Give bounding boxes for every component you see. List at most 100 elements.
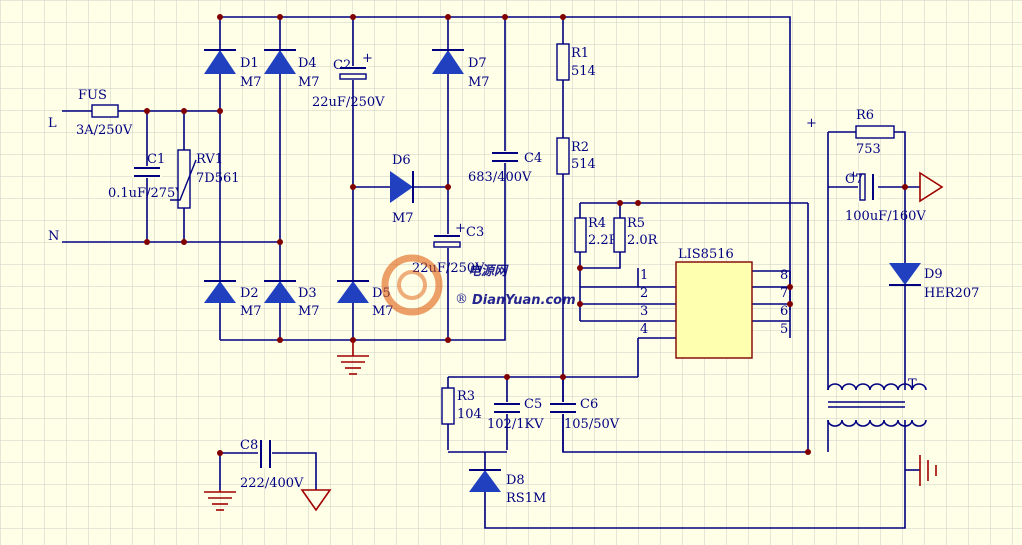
- watermark-cn: 电源网: [468, 263, 509, 279]
- d9-value: HER207: [924, 286, 979, 301]
- ic-pin-8: 8: [780, 268, 788, 283]
- r1-value: 514: [571, 64, 596, 79]
- capacitor-c1: C1 0.1uF/275V: [108, 152, 185, 201]
- c3-label: C3: [466, 225, 484, 240]
- d9-label: D9: [924, 267, 943, 282]
- output-terminal-icon: [919, 171, 944, 203]
- diode-d4: D4 M7: [264, 49, 320, 90]
- ground-triangle-icon: [300, 489, 332, 512]
- transformer-label: T: [908, 377, 917, 392]
- c6-label: C6: [580, 397, 598, 412]
- c2-plus: +: [362, 51, 373, 66]
- c8-value: 222/400V: [240, 476, 304, 491]
- resistor-r6: R6 753: [855, 108, 895, 157]
- resistor-r3: R3 104: [441, 387, 482, 425]
- resistor-r5: R5 2.0R: [613, 216, 659, 253]
- fuse-value: 3A/250V: [76, 123, 133, 138]
- ic-pin-7: 7: [780, 286, 788, 301]
- capacitor-c6: C6 105/50V: [548, 397, 620, 432]
- d1-label: D1: [240, 56, 259, 71]
- d5-value: M7: [372, 304, 394, 319]
- r4-label: R4: [588, 216, 606, 231]
- capacitor-c8: C8 222/400V: [240, 438, 304, 491]
- capacitor-c3: + C3 22uF/250V: [412, 221, 485, 276]
- ground-icon: [337, 340, 369, 375]
- r6-label: R6: [856, 108, 874, 123]
- c4-label: C4: [524, 151, 542, 166]
- diode-d2: D2 M7: [204, 280, 262, 319]
- resistor-r4: R4 2.2R: [574, 216, 620, 253]
- diode-d3: D3 M7: [264, 280, 320, 319]
- rv1-label: RV1: [196, 152, 223, 167]
- watermark-registered: ®: [455, 292, 468, 307]
- r2-value: 514: [571, 157, 596, 172]
- c5-value: 102/1KV: [487, 417, 544, 432]
- d8-label: D8: [506, 473, 525, 488]
- c1-label: C1: [147, 152, 165, 167]
- watermark-en: DianYuan.com: [472, 293, 576, 308]
- c7-value: 100uF/160V: [845, 209, 926, 224]
- d4-label: D4: [298, 56, 317, 71]
- resistor-r1: R1 514: [556, 43, 596, 81]
- c7-label: C7: [845, 172, 863, 187]
- diode-d6: D6 M7: [390, 153, 414, 226]
- chassis-ground-icon: [919, 455, 937, 486]
- line-l-label: L: [48, 116, 57, 131]
- d3-value: M7: [298, 304, 320, 319]
- d2-label: D2: [240, 286, 259, 301]
- d2-value: M7: [240, 304, 262, 319]
- fuse: FUS 3A/250V: [76, 88, 133, 138]
- capacitor-c2: C2 + 22uF/250V: [312, 51, 385, 110]
- diode-d8: D8 RS1M: [469, 469, 546, 506]
- r5-value: 2.0R: [627, 233, 659, 248]
- d6-value: M7: [392, 211, 414, 226]
- ic-pin-5: 5: [780, 322, 788, 337]
- line-n-label: N: [48, 229, 59, 244]
- r3-value: 104: [457, 407, 482, 422]
- capacitor-c5: C5 102/1KV: [487, 397, 544, 432]
- capacitor-c7: C7 + 100uF/160V: [845, 169, 926, 224]
- capacitor-c4: C4 683/400V: [468, 151, 542, 185]
- d4-value: M7: [298, 75, 320, 90]
- ic-pin-6: 6: [780, 304, 788, 319]
- r6-value: 753: [856, 142, 881, 157]
- diode-d1: D1 M7: [204, 49, 262, 90]
- d7-label: D7: [468, 56, 487, 71]
- r5-label: R5: [627, 216, 645, 231]
- c1-value: 0.1uF/275V: [108, 186, 185, 201]
- resistor-r2: R2 514: [556, 137, 596, 175]
- fuse-label: FUS: [78, 88, 107, 103]
- r1-label: R1: [571, 46, 589, 61]
- r3-label: R3: [457, 389, 475, 404]
- c5-label: C5: [524, 397, 542, 412]
- diode-d9: D9 HER207: [889, 263, 979, 301]
- c3-plus: +: [455, 221, 466, 236]
- d1-value: M7: [240, 75, 262, 90]
- c6-value: 105/50V: [564, 417, 620, 432]
- varistor-rv1: RV1 7D561: [170, 149, 240, 209]
- watermark-logo: 电源网 ® DianYuan.com: [381, 254, 576, 316]
- output-plus: +: [806, 116, 817, 131]
- rv1-value: 7D561: [196, 171, 240, 186]
- ic-pin-4: 4: [640, 322, 648, 337]
- c8-label: C8: [240, 438, 258, 453]
- c2-value: 22uF/250V: [312, 95, 385, 110]
- transformer-t: [827, 383, 927, 427]
- d8-value: RS1M: [506, 491, 546, 506]
- ic-lis8516: LIS8516 1 2 3 4 8 7 6 5: [640, 247, 788, 359]
- junction-dots: [144, 14, 908, 456]
- d7-value: M7: [468, 75, 490, 90]
- c4-value: 683/400V: [468, 170, 532, 185]
- ic-pin-2: 2: [640, 286, 648, 301]
- c7-plus: +: [848, 169, 859, 184]
- ic-label: LIS8516: [678, 247, 734, 262]
- ic-pin-1: 1: [640, 268, 648, 283]
- ground-icon-c8-left: [204, 490, 236, 511]
- d6-label: D6: [392, 153, 411, 168]
- ic-pin-3: 3: [640, 304, 648, 319]
- c2-label: C2: [333, 58, 351, 73]
- diode-d7: D7 M7: [432, 49, 490, 90]
- d3-label: D3: [298, 286, 317, 301]
